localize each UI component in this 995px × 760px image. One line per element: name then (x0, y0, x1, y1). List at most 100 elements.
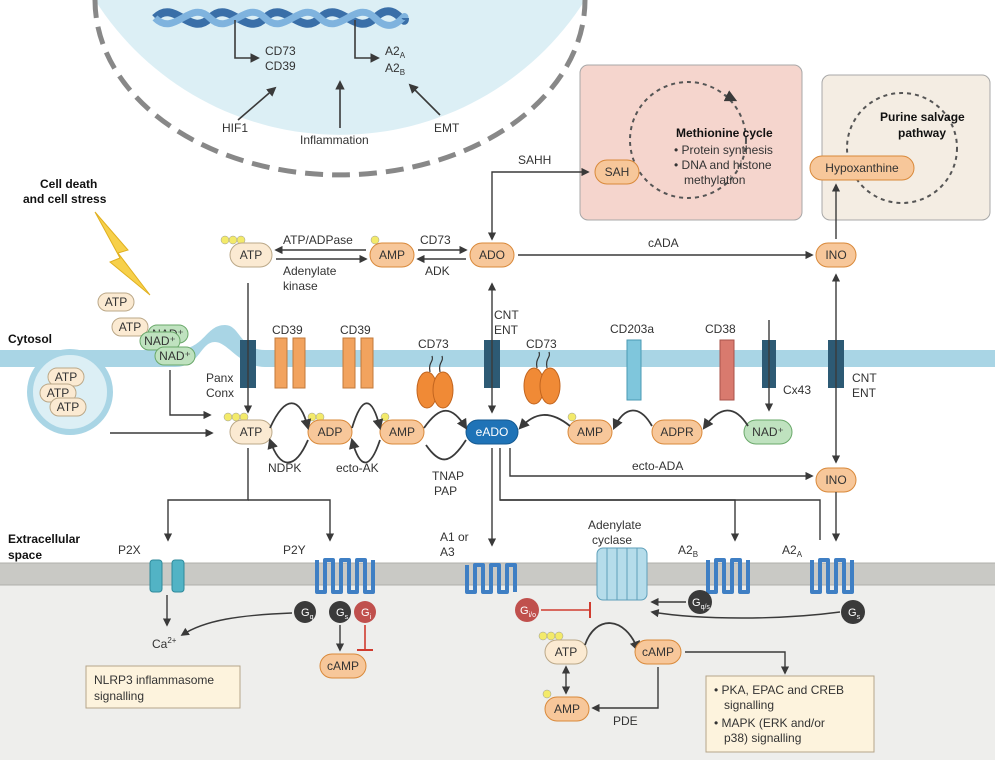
svg-text:INO: INO (825, 248, 846, 262)
cytosol-label: Cytosol (8, 332, 52, 346)
dna-helix-icon (152, 7, 409, 29)
svg-text:INO: INO (825, 473, 846, 487)
svg-text:Gs: Gs (848, 607, 861, 621)
nuclear-envelope (92, 0, 588, 178)
camp-left-node (319, 653, 367, 679)
methionine-bullet-2-cont: methylation (684, 173, 745, 187)
enzyme-adenylate-kinase-1: Adenylate (283, 264, 337, 278)
conx-label: Conx (206, 386, 234, 400)
svg-text:CNT: CNT (494, 308, 519, 322)
svg-text:CD39: CD39 (272, 323, 303, 337)
nad-extracellular-node (743, 419, 793, 445)
gio-protein: Gi/o (515, 598, 539, 622)
a2a-receptor (810, 558, 854, 594)
gs-protein-a2a: Gs (841, 600, 865, 624)
cd39-channel-2 (342, 337, 374, 389)
a2b-receptor (706, 558, 750, 594)
amp-ac-node (544, 696, 590, 722)
svg-text:ATP: ATP (105, 295, 127, 309)
hypoxanthine-node (809, 155, 915, 181)
svg-text:NAD⁺: NAD⁺ (144, 334, 176, 348)
downstream-signalling-box (705, 675, 875, 753)
extracellular-label-2: space (8, 548, 42, 562)
svg-text:Cx43: Cx43 (783, 383, 811, 397)
svg-text:NAD⁺: NAD⁺ (159, 349, 191, 363)
svg-text:A2B: A2B (678, 543, 698, 559)
svg-text:• MAPK (ERK and/or: • MAPK (ERK and/or (714, 716, 825, 730)
enzyme-tnap: TNAP (432, 469, 464, 483)
enzyme-pde: PDE (613, 714, 638, 728)
enzyme-ecto-ada: ecto-ADA (632, 459, 683, 473)
gs-protein-p2y: Gs (329, 601, 351, 623)
panx-label: Panx (206, 371, 233, 385)
svg-text:Gi: Gi (361, 607, 372, 621)
methionine-cycle-circle (629, 81, 747, 199)
cd73-dimer-2 (523, 351, 561, 405)
lightning-icon (94, 211, 151, 296)
svg-text:ATP: ATP (555, 645, 577, 659)
inducer-emt: EMT (434, 121, 460, 135)
svg-text:CNT: CNT (852, 371, 877, 385)
svg-text:cAMP: cAMP (642, 645, 674, 659)
purine-salvage-circle (846, 92, 958, 204)
svg-text:NAD⁺: NAD⁺ (752, 425, 784, 439)
svg-text:ADPR: ADPR (660, 425, 694, 439)
gene-cd39: CD39 (265, 59, 296, 73)
stress-label-line2: and cell stress (23, 192, 107, 206)
cd38-protein (719, 339, 735, 401)
sah-node (594, 159, 640, 185)
gq-protein: Gq (294, 601, 316, 623)
svg-text:Gs: Gs (336, 607, 349, 621)
adpr-node (651, 419, 703, 445)
svg-text:ATP: ATP (240, 248, 262, 262)
enzyme-cd73-intracellular: CD73 (420, 233, 451, 247)
svg-text:ENT: ENT (494, 323, 519, 337)
gene-cd73: CD73 (265, 44, 296, 58)
cd203a-protein (626, 339, 642, 401)
calcium-label: Ca2+ (152, 636, 177, 651)
svg-text:AMP: AMP (577, 425, 603, 439)
gene-a2b: A2B (385, 61, 405, 77)
svg-text:• PKA, EPAC and CREB: • PKA, EPAC and CREB (714, 683, 844, 697)
svg-text:CD73: CD73 (418, 337, 449, 351)
enzyme-cada: cADA (648, 236, 679, 250)
svg-text:CD203a: CD203a (610, 322, 654, 336)
methionine-bullet-1: • Protein synthesis (674, 143, 773, 157)
svg-text:P2Y: P2Y (283, 543, 306, 557)
svg-text:ATP: ATP (47, 386, 69, 400)
svg-text:P2X: P2X (118, 543, 141, 557)
enzyme-atp-adpase: ATP/ADPase (283, 233, 353, 247)
gi-protein-p2y: Gi (354, 601, 376, 623)
svg-text:CD38: CD38 (705, 322, 736, 336)
svg-text:ATP: ATP (240, 425, 262, 439)
svg-text:Gq/s: Gq/s (692, 597, 710, 611)
svg-text:SAH: SAH (605, 165, 630, 179)
enzyme-adk: ADK (425, 264, 450, 278)
enzyme-ndpk: NDPK (268, 461, 301, 475)
stress-label-line1: Cell death (40, 177, 97, 191)
enzyme-adenylate-kinase-2: kinase (283, 279, 318, 293)
svg-text:A2A: A2A (782, 543, 803, 559)
adp-extracellular-node (307, 419, 353, 445)
amp-intracellular-node (369, 242, 415, 268)
nucleus (95, 0, 585, 135)
a1-a3-receptor (465, 563, 517, 594)
amp-extracellular-node (379, 419, 425, 445)
svg-text:p38) signalling: p38) signalling (724, 731, 801, 745)
camp-ac-node (634, 639, 682, 665)
p2y-receptor (315, 558, 375, 594)
adenylate-cyclase (596, 547, 648, 601)
svg-text:ADP: ADP (318, 425, 343, 439)
svg-text:Gi/o: Gi/o (520, 605, 536, 619)
extracellular-label-1: Extracellular (8, 532, 80, 546)
purine-title-2: pathway (898, 126, 946, 140)
svg-text:CD39: CD39 (340, 323, 371, 337)
svg-text:Gq: Gq (301, 607, 314, 621)
svg-text:ENT: ENT (852, 386, 877, 400)
p2x-receptor (149, 559, 185, 593)
svg-text:signalling: signalling (724, 698, 774, 712)
svg-text:CD73: CD73 (526, 337, 557, 351)
svg-text:AMP: AMP (379, 248, 405, 262)
methionine-bullet-2: • DNA and histone (674, 158, 772, 172)
nlrp3-box (85, 665, 241, 709)
